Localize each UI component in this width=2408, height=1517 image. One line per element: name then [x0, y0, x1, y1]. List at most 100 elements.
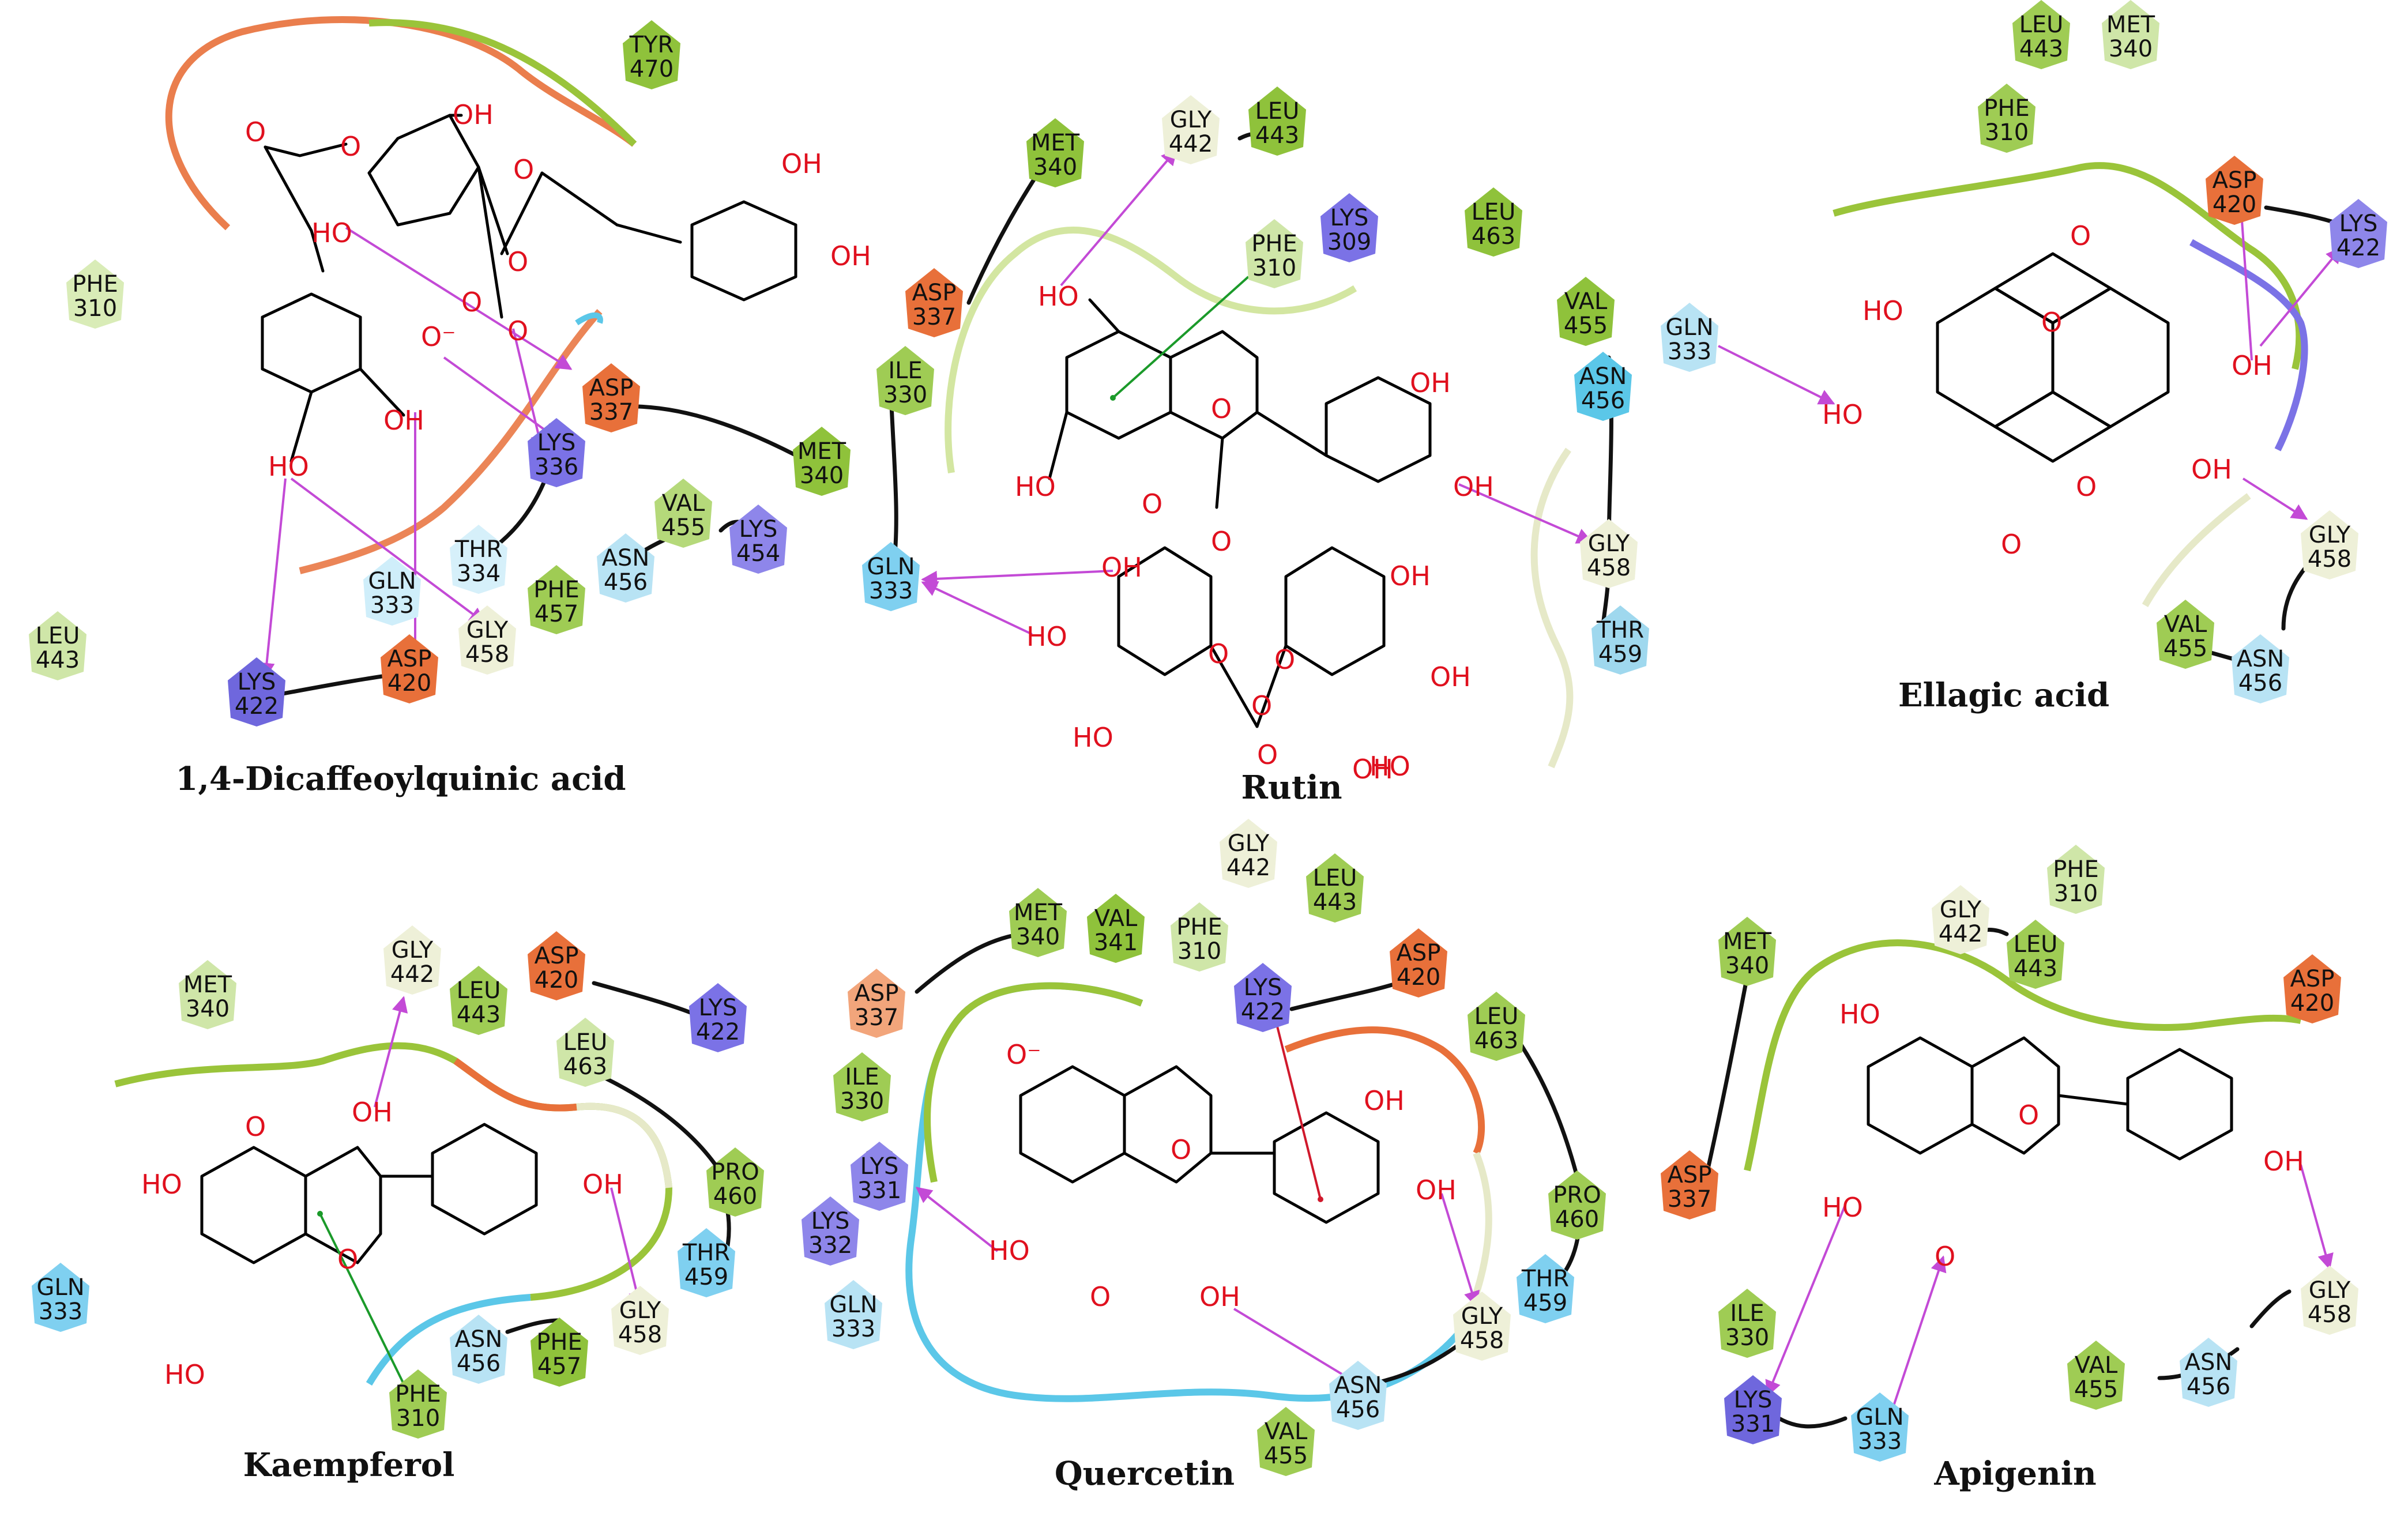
- residue-number: 420: [387, 670, 431, 697]
- residue-number: 309: [1327, 229, 1371, 255]
- residue-name: ASN: [455, 1326, 503, 1353]
- residue-number: 333: [1858, 1428, 1902, 1455]
- residue-number: 340: [186, 996, 229, 1022]
- residue-number: 470: [630, 56, 674, 82]
- residue-name: ASP: [1397, 940, 1441, 966]
- residue-number: 459: [1598, 641, 1642, 668]
- ligand-title-quercetin: Quercetin: [1055, 1455, 1235, 1493]
- residue-name: LYS: [2339, 210, 2378, 237]
- residue-name: LEU: [1472, 199, 1516, 225]
- residue-name: LYS: [238, 669, 276, 695]
- atom-label: O: [245, 116, 266, 148]
- atom-label: HO: [1073, 722, 1113, 753]
- residue-name: ASP: [855, 980, 899, 1007]
- residue-name: GLN: [36, 1274, 84, 1301]
- atom-label: HO: [989, 1235, 1030, 1266]
- residue-number: 443: [457, 1002, 501, 1028]
- atom-labels-1: O O OH O O OH OH HO O O O⁻ OH HO: [245, 99, 871, 482]
- residue-name: MET: [183, 972, 232, 998]
- residue-name: VAL: [1094, 905, 1138, 932]
- residue-name: LEU: [2019, 12, 2064, 38]
- atom-label: OH: [2263, 1146, 2304, 1177]
- residue-number: 333: [1668, 338, 1711, 365]
- residue-number: 442: [1226, 855, 1270, 881]
- panel-dicaffeoylquinic: O O OH O O OH OH HO O O O⁻ OH HO TYR470 …: [29, 16, 871, 798]
- residue-number: 341: [1094, 929, 1138, 956]
- residue-number: 310: [1985, 119, 2029, 146]
- residue-number: 420: [2290, 990, 2334, 1017]
- residue-number: 332: [808, 1232, 852, 1259]
- residue-number: 340: [1033, 154, 1077, 180]
- residue-number: 455: [1564, 313, 1608, 339]
- atom-label: OH: [1453, 471, 1494, 502]
- residue-name: MET: [1031, 130, 1080, 156]
- atom-label: OH: [2191, 454, 2232, 485]
- residue-number: 310: [2054, 880, 2098, 907]
- ligand-title-apigenin: Apigenin: [1933, 1455, 2096, 1493]
- residue-number: 333: [370, 592, 414, 619]
- residue-number: 340: [1016, 924, 1060, 950]
- residue-number: 330: [1725, 1324, 1769, 1351]
- residue-name: ILE: [845, 1064, 879, 1090]
- atom-label: HO: [268, 451, 309, 482]
- atom-label: O: [2001, 529, 2022, 560]
- residue-name: LYS: [1330, 205, 1369, 231]
- residue-name: LEU: [1313, 865, 1357, 891]
- residue-number: 463: [1474, 1027, 1518, 1054]
- atom-label: OH: [383, 405, 424, 436]
- residue-name: LYS: [739, 516, 778, 543]
- atom-label: O: [1208, 638, 1229, 669]
- residue-name: GLY: [2309, 1277, 2351, 1304]
- atom-label: O: [1090, 1281, 1111, 1312]
- residue-name: ASP: [2290, 966, 2335, 992]
- residue-number: 459: [684, 1264, 728, 1290]
- residue-number: 457: [535, 601, 578, 627]
- residue-name: ASP: [387, 646, 432, 672]
- atom-label: OH: [352, 1097, 393, 1128]
- ligand-structure-3: [1936, 252, 2170, 463]
- atom-labels-3: O HO O HO OH OH O O: [1822, 220, 2272, 560]
- residue-number: 331: [1731, 1411, 1775, 1437]
- residue-name: PHE: [2053, 856, 2098, 883]
- residue-name: GLY: [1940, 897, 1982, 923]
- ligand-structure-5: [1019, 1065, 1380, 1224]
- residue-name: GLN: [1665, 314, 1713, 341]
- ligand-structure-2: [1048, 298, 1432, 728]
- atom-labels-5: O⁻ O OH OH HO O OH: [989, 1039, 1457, 1312]
- residue-name: LYS: [1734, 1387, 1773, 1413]
- residue-name: LYS: [811, 1208, 850, 1234]
- residue-name: PHE: [533, 577, 579, 603]
- residue-name: VAL: [1564, 288, 1608, 315]
- residue-name: LYS: [1244, 974, 1282, 1001]
- residue-name: PHE: [1176, 914, 1222, 940]
- atom-label: O: [1142, 488, 1162, 520]
- residue-number: 333: [869, 578, 913, 604]
- residue-number: 337: [589, 399, 633, 426]
